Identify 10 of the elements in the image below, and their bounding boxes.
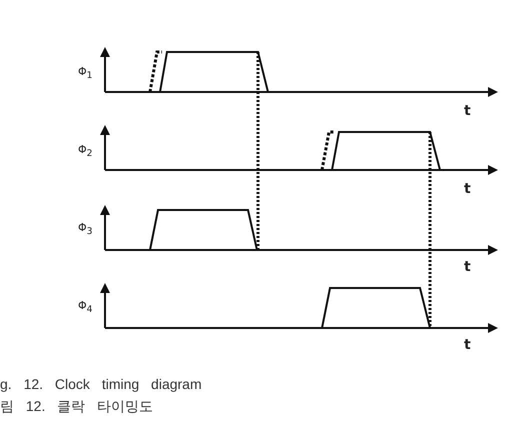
signal-label: Φ$_{2}$: [78, 144, 92, 158]
axis-label: t: [464, 182, 471, 196]
axis-label: t: [464, 338, 471, 352]
signal-label: Φ$_{1}$: [78, 66, 92, 80]
figure-caption: 림 12. 클락 타이밍도: [0, 398, 154, 416]
figure-caption: g. 12. Clock timing diagram: [0, 376, 202, 392]
axis-label: t: [464, 104, 471, 118]
signal-label: Φ$_{3}$: [78, 222, 92, 236]
axis-label: t: [464, 260, 471, 274]
signal-label: Φ$_{4}$: [78, 300, 92, 314]
